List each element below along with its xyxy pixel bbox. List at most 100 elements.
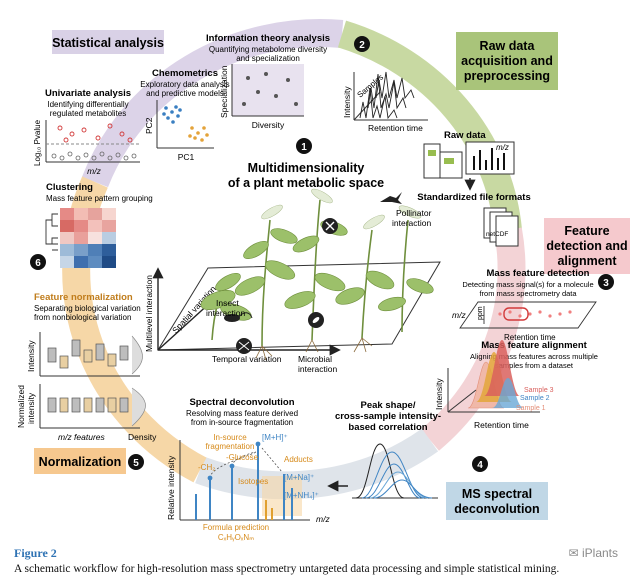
feature-normalization-sub2: from nonbiological variation: [34, 313, 131, 322]
step-2-number: 2: [359, 40, 365, 51]
sample-2-label: Sample 2: [520, 395, 550, 402]
raw-mz-label: m/z: [496, 143, 509, 152]
netcdf-label: netCDF: [486, 231, 508, 238]
raw-data-title-1: Raw data: [480, 39, 536, 53]
chemometrics-x-label: PC1: [178, 152, 195, 162]
raw-data-box: [456, 32, 558, 90]
mh-label: [M+H]⁺: [262, 433, 288, 442]
spectral-deconv-title: Spectral deconvolution: [189, 397, 294, 408]
mass-detection-mz: m/z: [452, 310, 466, 320]
univariate-y-label: Log₁₀ Pvalue: [33, 119, 42, 166]
normalization-box: [34, 448, 126, 474]
instrument-icon: [423, 143, 463, 179]
univariate-points-sig: [57, 123, 133, 143]
info-theory-plot-bg: [232, 64, 304, 116]
norm-mz-features-label: m/z features: [58, 432, 106, 442]
workflow-ring: [62, 19, 526, 500]
chemometrics-cluster-blue: [162, 105, 182, 124]
sample-3-label: Sample 3: [524, 387, 554, 394]
step-5-badge: [128, 454, 144, 470]
chemometrics-title: Chemometrics: [152, 68, 218, 79]
step-3-badge: [598, 274, 614, 290]
spectrum-mz-label: m/z: [316, 514, 330, 524]
info-theory-title: Information theory analysis: [206, 33, 330, 44]
figure-caption: Figure 2 A schematic workflow for high-r…: [14, 546, 626, 575]
step-4-number: 4: [477, 460, 483, 471]
insect-label-2: interaction: [206, 308, 245, 318]
chemometrics-y-label: PC2: [144, 117, 154, 134]
spectrum-plot: [179, 440, 310, 521]
mna-label: [M+Na]⁺: [284, 473, 314, 482]
formula-label: CₓHᵧOₓNₘ: [218, 533, 254, 542]
ms-title-1: MS spectral: [462, 487, 532, 501]
adducts-label: Adducts: [284, 455, 313, 464]
spectral-deconv-sub1: Resolving mass feature derived: [186, 409, 298, 418]
alignment-intensity: Intensity: [434, 378, 444, 410]
microbial-label-2: interaction: [298, 364, 337, 374]
pollinator-label-2: interaction: [392, 218, 431, 228]
sample-1-label: Sample 1: [516, 405, 546, 412]
formula-prediction-label: Formula prediction: [203, 523, 269, 532]
flower-icon: [322, 218, 338, 234]
microbe-icon: [308, 312, 324, 328]
info-theory-x-label: Diversity: [252, 120, 285, 130]
step-6-badge: [30, 254, 46, 270]
mass-feature-detection-sub2: from mass spectrometry data: [479, 289, 577, 298]
clustering-dendrogram: [45, 213, 58, 251]
norm-density-label: Density: [128, 432, 157, 442]
statistical-analysis-title: Statistical analysis: [52, 36, 164, 50]
statistical-analysis-box: [52, 30, 164, 54]
alignment-peaks: [447, 340, 540, 413]
mass-detection-rt: Retention time: [504, 333, 556, 342]
spectrum-window-icon: [465, 141, 515, 175]
norm-normalized-label-1: Normalized: [16, 385, 26, 428]
ring-segment-ms: [195, 428, 439, 500]
multilevel-label: Multilevel interaction: [144, 275, 154, 352]
correlation-peaks: [352, 443, 438, 499]
in-source-line1: In-source: [213, 433, 247, 442]
univariate-points-ns: [51, 151, 137, 161]
ring-segment-raw-data: [337, 20, 522, 232]
ch2-label: -CH₂: [198, 463, 215, 472]
info-theory-y-label: Specialization: [219, 65, 229, 118]
feature-title-3: alignment: [557, 254, 617, 268]
peak-shape-line3: based correlation: [348, 422, 427, 433]
mass-feature-detection-sub1: Detecting mass signal(s) for a molecule: [462, 280, 593, 289]
microbial-label: Microbial: [298, 354, 332, 364]
step-2-badge: [354, 36, 370, 52]
raw-data-label: Raw data: [444, 130, 486, 141]
isotopes-label: Isotopes: [238, 477, 268, 486]
boxplot-normalized: [39, 384, 146, 429]
feature-title-2: detection and: [546, 239, 627, 253]
feature-normalization-title: Feature normalization: [34, 292, 133, 303]
pest-icon: [236, 338, 252, 354]
info-theory-sub2: and specialization: [236, 54, 300, 63]
ms-deconvolution-box: [446, 482, 548, 520]
temporal-label: Temporal variation: [212, 354, 282, 364]
feature-title-1: Feature: [564, 224, 609, 238]
standardized-formats-label: Standardized file formats: [417, 192, 531, 203]
mass-feature-alignment-sub2: samples from a dataset: [495, 361, 574, 370]
insect-label: Insect: [216, 298, 239, 308]
in-source-line2: fragmentation: [206, 442, 255, 451]
alignment-rt: Retention time: [474, 420, 529, 430]
clustering-heatmap: [60, 208, 116, 268]
workflow-diagram: Statistical analysis Information theory …: [16, 19, 630, 542]
ms-title-2: deconvolution: [454, 502, 539, 516]
step-1-number: 1: [301, 142, 307, 153]
center-title-line2: of a plant metabolic space: [228, 176, 384, 190]
chemometrics-sub2: and predictive models: [146, 89, 224, 98]
mass-feature-detection-title: Mass feature detection: [487, 268, 590, 279]
mass-detection-plane: [459, 301, 597, 329]
mass-feature-alignment-sub1: Aligning mass features across multiple: [470, 352, 598, 361]
univariate-x-label: m/z: [87, 166, 101, 176]
peak-shape-line1: Peak shape/: [361, 400, 416, 411]
clustering-sub: Mass feature pattern grouping: [46, 194, 153, 203]
mnh4-label: [M+NH₄]⁺: [284, 491, 319, 500]
step-6-number: 6: [35, 258, 41, 269]
step-5-number: 5: [133, 458, 139, 469]
peak-shape-line2: cross-sample intensity-: [335, 411, 441, 422]
raw-intensity-label: Intensity: [342, 86, 352, 118]
step-1-badge: [296, 138, 312, 154]
